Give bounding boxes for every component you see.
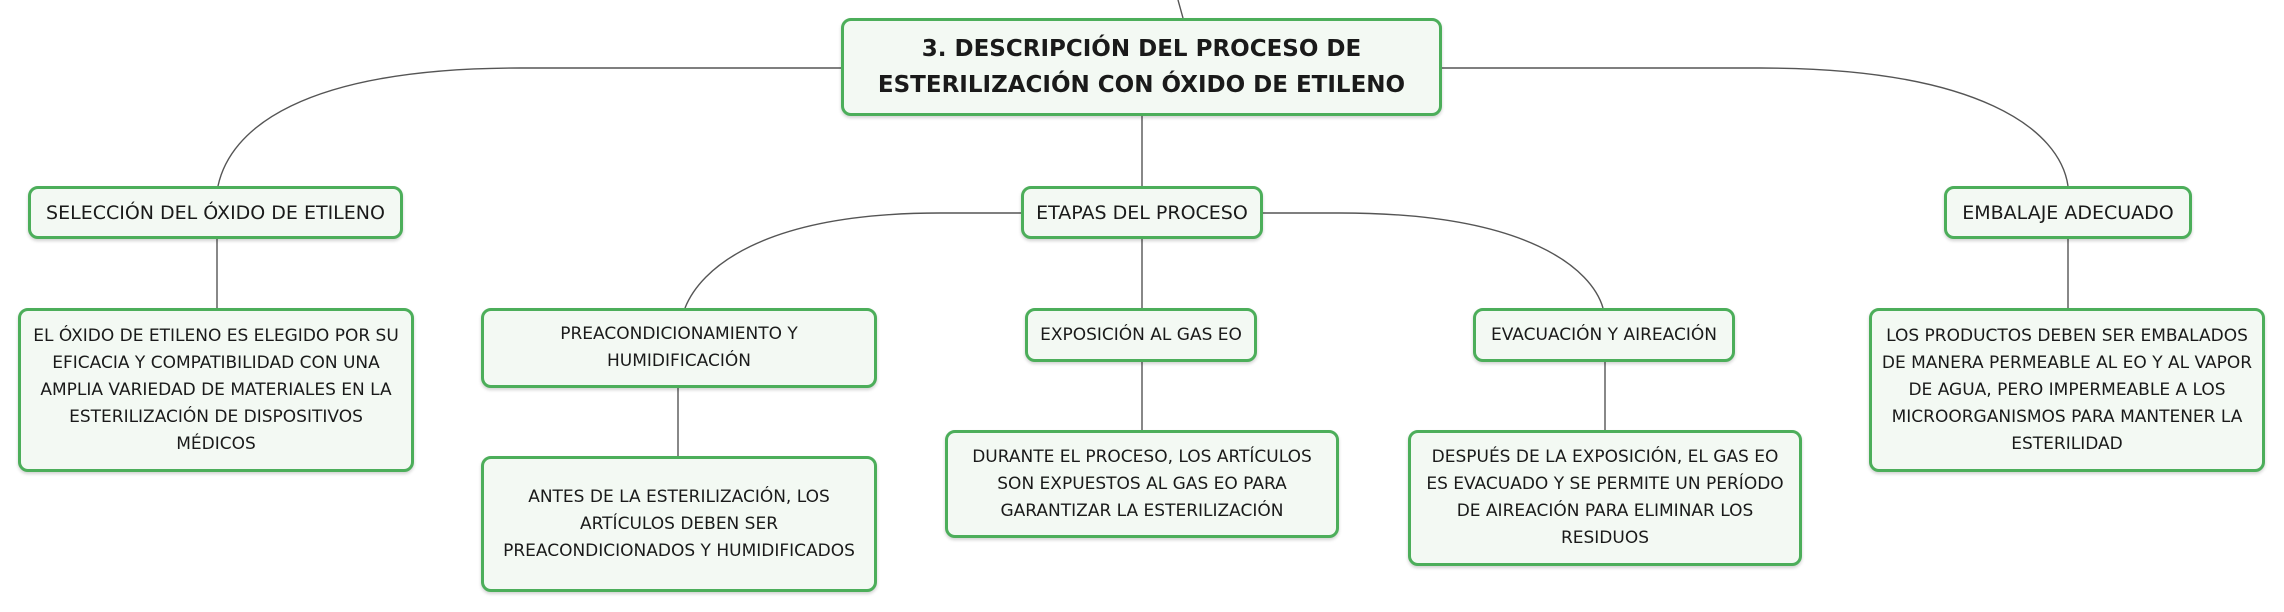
step-label: EVACUACIÓN Y AIREACIÓN xyxy=(1491,324,1717,345)
connector-line xyxy=(1177,0,1184,19)
detail-text: DURANTE EL PROCESO, LOS ARTÍCULOS SON EX… xyxy=(972,446,1312,521)
detail-node-exposicion[interactable]: DURANTE EL PROCESO, LOS ARTÍCULOS SON EX… xyxy=(945,430,1339,538)
step-node-evacuacion[interactable]: EVACUACIÓN Y AIREACIÓN xyxy=(1473,308,1735,362)
detail-node-evacuacion[interactable]: DESPUÉS DE LA EXPOSICIÓN, EL GAS EO ES E… xyxy=(1408,430,1802,566)
step-node-exposicion[interactable]: EXPOSICIÓN AL GAS EO xyxy=(1025,308,1257,362)
branch-label: SELECCIÓN DEL ÓXIDO DE ETILENO xyxy=(46,201,385,224)
detail-node-preacondicionamiento[interactable]: ANTES DE LA ESTERILIZACIÓN, LOS ARTÍCULO… xyxy=(481,456,877,592)
connector-line xyxy=(1442,67,2069,187)
branch-node-etapas[interactable]: ETAPAS DEL PROCESO xyxy=(1021,186,1263,239)
connector-line xyxy=(1263,212,1604,309)
connector-line xyxy=(217,67,841,187)
branch-node-seleccion[interactable]: SELECCIÓN DEL ÓXIDO DE ETILENO xyxy=(28,186,403,239)
detail-text: ANTES DE LA ESTERILIZACIÓN, LOS ARTÍCULO… xyxy=(503,486,855,561)
central-topic-node[interactable]: 3. DESCRIPCIÓN DEL PROCESO DE ESTERILIZA… xyxy=(841,18,1442,116)
detail-text: LOS PRODUCTOS DEBEN SER EMBALADOS DE MAN… xyxy=(1881,325,2253,454)
detail-node-seleccion[interactable]: EL ÓXIDO DE ETILENO ES ELEGIDO POR SU EF… xyxy=(18,308,414,472)
central-topic-text: 3. DESCRIPCIÓN DEL PROCESO DE ESTERILIZA… xyxy=(877,36,1406,98)
step-label: PREACONDICIONAMIENTO Y HUMIDIFICACIÓN xyxy=(560,324,798,371)
detail-text: EL ÓXIDO DE ETILENO ES ELEGIDO POR SU EF… xyxy=(33,325,399,454)
branch-label: ETAPAS DEL PROCESO xyxy=(1036,201,1248,224)
connector-line xyxy=(684,212,1021,309)
step-node-preacondicionamiento[interactable]: PREACONDICIONAMIENTO Y HUMIDIFICACIÓN xyxy=(481,308,877,388)
branch-node-embalaje[interactable]: EMBALAJE ADECUADO xyxy=(1944,186,2192,239)
branch-label: EMBALAJE ADECUADO xyxy=(1962,201,2174,224)
detail-text: DESPUÉS DE LA EXPOSICIÓN, EL GAS EO ES E… xyxy=(1426,447,1784,548)
step-label: EXPOSICIÓN AL GAS EO xyxy=(1040,324,1242,345)
detail-node-embalaje[interactable]: LOS PRODUCTOS DEBEN SER EMBALADOS DE MAN… xyxy=(1869,308,2265,472)
